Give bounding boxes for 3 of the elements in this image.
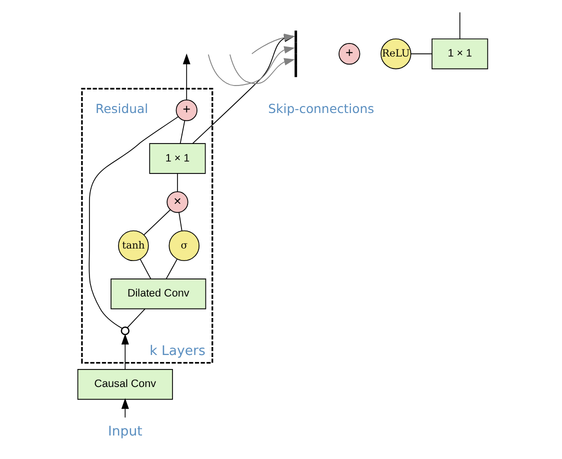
label: Skip-connections bbox=[268, 101, 374, 116]
label: Residual bbox=[95, 101, 148, 116]
node-text: Input bbox=[107, 424, 142, 440]
